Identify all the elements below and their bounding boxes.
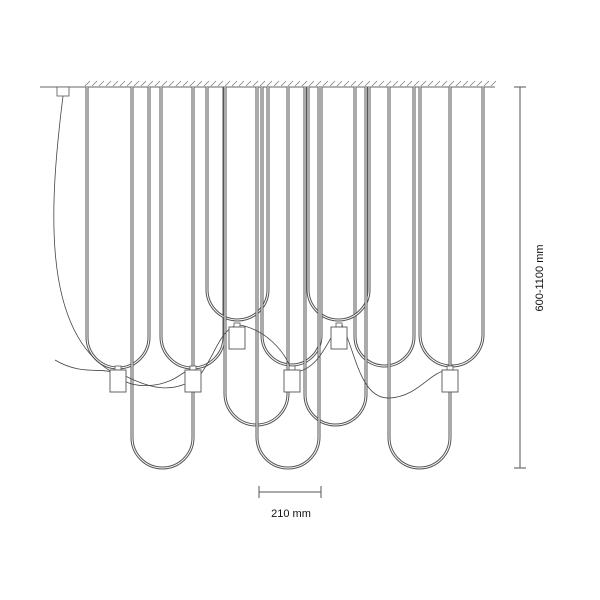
lamp-socket — [330, 322, 348, 350]
lamp-socket — [184, 365, 202, 393]
hatch-mark — [343, 80, 350, 87]
hatch-mark — [420, 80, 427, 87]
hatch-mark — [427, 80, 434, 87]
hatch-mark — [112, 80, 119, 87]
hatch-mark — [119, 80, 126, 87]
u-loop-rod — [255, 87, 321, 470]
hatch-mark — [161, 80, 168, 87]
hatch-mark — [385, 80, 392, 87]
hatch-mark — [357, 80, 364, 87]
hatch-mark — [315, 80, 322, 87]
hatch-mark — [469, 80, 476, 87]
hatch-mark — [217, 80, 224, 87]
u-loop-rod — [205, 87, 270, 322]
hatch-mark — [210, 80, 217, 87]
lamp-socket — [283, 365, 301, 393]
hatch-mark — [105, 80, 112, 87]
hatch-mark — [287, 80, 294, 87]
height-dimension — [514, 86, 526, 469]
hatch-mark — [259, 80, 266, 87]
hatch-mark — [84, 80, 91, 87]
hatch-mark — [364, 80, 371, 87]
hatch-mark — [224, 80, 231, 87]
lamp-socket — [228, 322, 246, 350]
hatch-mark — [98, 80, 105, 87]
hatch-mark — [441, 80, 448, 87]
hatch-mark — [231, 80, 238, 87]
hatch-mark — [434, 80, 441, 87]
hatch-mark — [126, 80, 133, 87]
hatch-mark — [350, 80, 357, 87]
hatch-mark — [245, 80, 252, 87]
hatch-mark — [406, 80, 413, 87]
hatch-mark — [280, 80, 287, 87]
hatch-mark — [413, 80, 420, 87]
wire-segment — [341, 324, 451, 399]
hatch-mark — [203, 80, 210, 87]
lamp-socket — [441, 365, 459, 393]
hatch-mark — [168, 80, 175, 87]
hatch-mark — [371, 80, 378, 87]
hatch-mark — [322, 80, 329, 87]
u-loop-rod — [303, 87, 368, 427]
hatch-mark — [196, 80, 203, 87]
hatch-mark — [301, 80, 308, 87]
u-loop-rod — [387, 87, 452, 470]
width-dimension — [258, 486, 322, 498]
hatch-mark — [133, 80, 140, 87]
hatch-mark — [91, 80, 98, 87]
hatch-mark — [462, 80, 469, 87]
hatch-mark — [483, 80, 490, 87]
u-loop-rod — [260, 87, 323, 367]
width-dimension-label: 210 mm — [271, 508, 311, 520]
u-loop-rod — [130, 87, 195, 470]
u-loop-rod — [353, 87, 416, 368]
power-wire — [53, 95, 186, 387]
u-loop-rod — [85, 87, 151, 370]
hatch-mark — [266, 80, 273, 87]
hatch-mark — [140, 80, 147, 87]
hatch-mark — [175, 80, 182, 87]
hatch-mark — [154, 80, 161, 87]
wire-segment — [117, 324, 238, 389]
hatch-mark — [399, 80, 406, 87]
hatch-mark — [476, 80, 483, 87]
height-dimension-label: 600-1100 mm — [534, 244, 546, 312]
hatch-mark — [273, 80, 280, 87]
hatch-mark — [336, 80, 343, 87]
hatch-mark — [329, 80, 336, 87]
hatch-mark — [238, 80, 245, 87]
hatch-mark — [490, 80, 497, 87]
hatch-mark — [455, 80, 462, 87]
lamp-socket — [109, 365, 127, 393]
hatch-mark — [147, 80, 154, 87]
u-loop-rod — [306, 87, 371, 322]
hatch-mark — [448, 80, 455, 87]
ceiling-canopy — [56, 86, 70, 97]
hatch-mark — [392, 80, 399, 87]
hatch-mark — [252, 80, 259, 87]
hatch-mark — [294, 80, 301, 87]
ceiling-hatch — [84, 80, 497, 87]
hatch-mark — [189, 80, 196, 87]
hatch-mark — [378, 80, 385, 87]
hatch-mark — [182, 80, 189, 87]
hatch-mark — [308, 80, 315, 87]
wire-segment — [54, 359, 113, 373]
